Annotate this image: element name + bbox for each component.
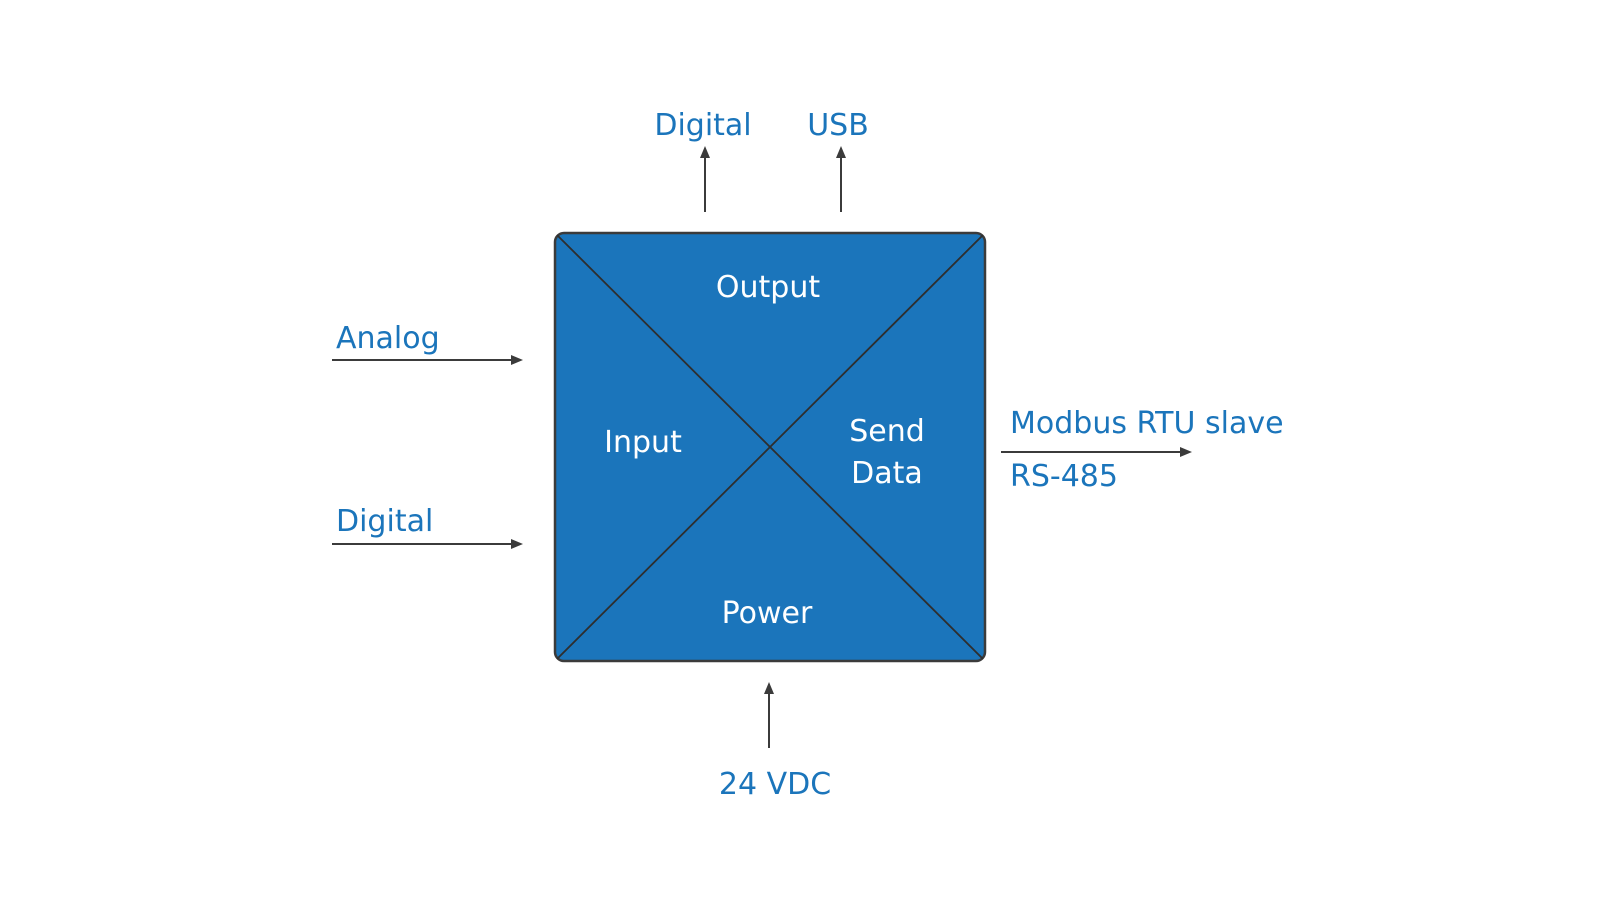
input-analog-arrow-head (511, 355, 523, 365)
input-analog-label: Analog (336, 321, 440, 356)
output-section-label: Output (716, 270, 820, 305)
send-data-label-line2: Data (851, 456, 923, 491)
power-section-label: Power (722, 596, 813, 631)
device-box: Output Input Send Data Power (553, 231, 987, 663)
input-digital-arrow-head (511, 539, 523, 549)
modbus-protocol-label: Modbus RTU slave (1010, 406, 1284, 441)
input-analog: Analog (332, 321, 523, 365)
output-usb-arrow-head (836, 146, 846, 158)
rs485-interface-label: RS-485 (1010, 459, 1118, 494)
input-digital-label: Digital (336, 504, 433, 539)
power-supply-label: 24 VDC (719, 767, 831, 802)
box-diagonal-2 (556, 234, 984, 660)
power-arrow-head (764, 682, 774, 694)
input-section-label: Input (604, 425, 682, 460)
output-usb-label: USB (807, 108, 869, 143)
communication-output: Modbus RTU slave RS-485 (1001, 406, 1284, 494)
output-usb: USB (807, 108, 869, 212)
output-digital-arrow-head (700, 146, 710, 158)
output-digital: Digital (654, 108, 752, 212)
communication-arrow-head (1180, 447, 1192, 457)
power-input: 24 VDC (719, 682, 831, 802)
output-digital-label: Digital (654, 108, 751, 143)
send-data-label-line1: Send (849, 414, 925, 449)
input-digital: Digital (332, 504, 523, 549)
